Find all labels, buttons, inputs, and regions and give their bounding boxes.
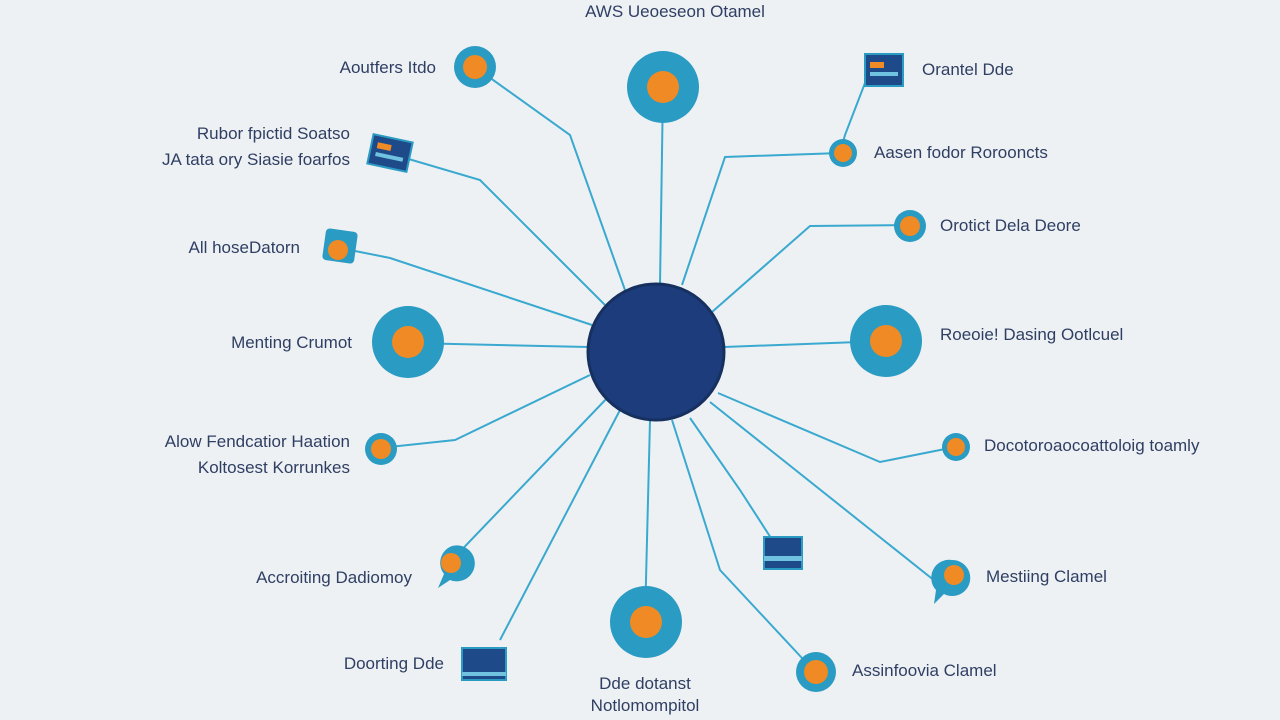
connector-line	[394, 154, 606, 306]
label-bottom-left: Doorting Dde	[343, 654, 444, 673]
node-right-2	[829, 139, 857, 167]
label-top-left-2-line1: Rubor fpictid Soatso	[196, 124, 350, 143]
pin-node-right-6	[931, 559, 971, 604]
label-bottom-right: Assinfoovia Clamel	[852, 661, 997, 680]
node-left-5	[365, 433, 397, 465]
label-top-left-2-line2: JA tata ory Siasie foarfos	[161, 150, 350, 169]
connector-line	[681, 82, 866, 286]
document-icon-bottom-left	[461, 647, 507, 681]
connector-line	[339, 247, 593, 326]
connector-line	[689, 417, 781, 553]
label-left-3: All hoseDatorn	[188, 238, 300, 257]
label-bottom-center: Dde dotanst Notlomompitol	[545, 674, 745, 716]
node-right-large	[850, 305, 922, 377]
label-bottom-center-line1: Dde dotanst	[599, 674, 691, 693]
label-top-left-1: Aoutfers Itdo	[339, 58, 436, 77]
label-top-left-2: Rubor fpictid Soatso JA tata ory Siasie …	[120, 124, 350, 170]
node-top-center	[627, 51, 699, 123]
label-bottom-center-line2: Notlomompitol	[590, 696, 700, 715]
connector-line	[499, 409, 621, 641]
connector-line	[709, 401, 951, 587]
connector-line	[671, 419, 816, 673]
hub-circle	[586, 282, 726, 422]
label-left-5-line1: Alow Fendcatior Haation	[164, 432, 350, 451]
node-bottom-center	[610, 586, 682, 658]
node-right-5	[942, 433, 970, 461]
node-left-large	[372, 306, 444, 378]
label-left-5: Alow Fendcatior Haation Koltosest Korrun…	[100, 432, 350, 478]
node-bottom-right	[796, 652, 836, 692]
label-right-4: Roeoie! Dasing Ootlcuel	[940, 325, 1124, 344]
connector-line	[449, 394, 611, 563]
connector-line	[717, 392, 956, 464]
node-right-3	[894, 210, 926, 242]
pin-node-left-6	[438, 545, 475, 588]
label-left-4: Menting Crumot	[231, 333, 352, 352]
document-icon-top-right	[864, 53, 904, 87]
document-icon-bottom-right	[763, 536, 803, 570]
node-top-left	[454, 46, 496, 88]
label-right-5: Docotoroaocoattoloig toamly	[984, 436, 1200, 455]
connector-line	[711, 224, 911, 313]
label-right-3: Orotict Dela Deore	[940, 216, 1081, 235]
label-right-2: Aasen fodor Rorooncts	[874, 143, 1048, 162]
diagram-title: AWS Ueoeseon Otamel	[585, 2, 765, 21]
label-left-6: Accroiting Dadiomoy	[256, 568, 412, 587]
tag-node-left-3	[322, 228, 358, 264]
connector-line	[379, 374, 591, 449]
label-right-6: Mestiing Clamel	[986, 567, 1107, 586]
label-left-5-line2: Koltosest Korrunkes	[197, 458, 350, 477]
label-right-1: Orantel Dde	[922, 60, 1014, 79]
connector-line	[474, 66, 626, 291]
document-icon-top-left	[366, 132, 414, 174]
